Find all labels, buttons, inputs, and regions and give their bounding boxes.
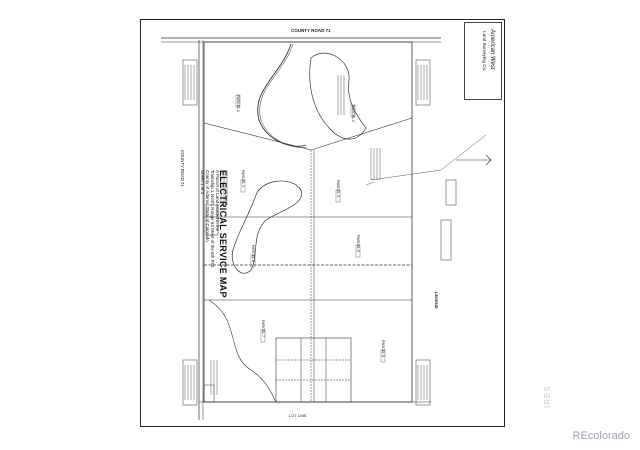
south-road-label: LOT LINE (289, 413, 307, 418)
watermark: REcolorado (572, 430, 630, 442)
north-road-label: COUNTY ROAD 71 (291, 28, 331, 33)
parcel-label: PARCEL 3 (336, 180, 340, 197)
drainage-path (257, 43, 307, 147)
map-linework (161, 37, 492, 420)
north-arrow (456, 154, 492, 166)
pond-outline (231, 180, 302, 274)
parcel-label: PARCEL 4 (241, 170, 245, 187)
lot-block (275, 337, 352, 403)
company-name: American West (489, 29, 495, 70)
legend-title: LEGEND (434, 292, 439, 309)
parcel-label: PARCEL 7 (261, 320, 265, 337)
parcel-line (203, 122, 312, 151)
pond-outline (309, 52, 367, 140)
parcel-label: PARCEL 1 (236, 95, 240, 112)
parcel-label: PARCEL 8 (381, 340, 385, 357)
sheet-number: Sheet 1 of 1 (200, 170, 205, 195)
parcel-label: PARCEL 6 (251, 245, 255, 262)
map-sheet: ELECTRICAL SERVICE MAP A Parcel of Land … (140, 19, 505, 427)
description-line: Township 1 North, Range 63 West of the 6… (210, 170, 215, 269)
parcel-label: PARCEL 5 (356, 235, 360, 252)
legend: LEGEND (433, 292, 488, 352)
company-subtitle: Land Surveying Co. (482, 31, 487, 72)
west-road-label: COUNTY ROAD 71 (180, 150, 185, 187)
ires-mark: IRES (543, 385, 552, 408)
description-line: A Parcel of Land located in the (215, 170, 220, 232)
surveyor-title-block: American West Land Surveying Co. (464, 22, 502, 100)
parcel-label: PARCEL 2 (351, 105, 355, 122)
description-line: County of Adams, State of Colorado (205, 170, 210, 242)
